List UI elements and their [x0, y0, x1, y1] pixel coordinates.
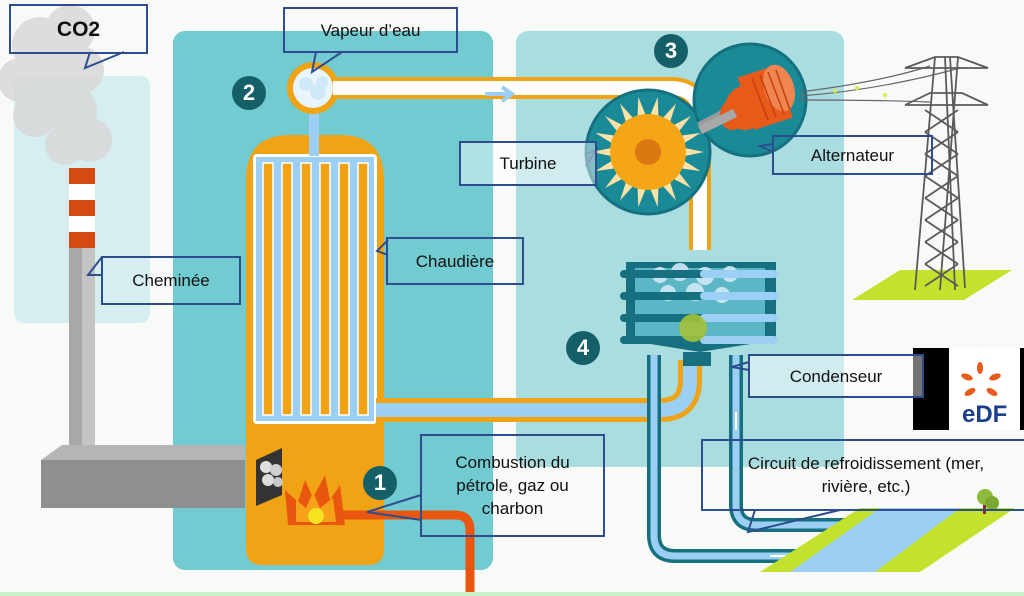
pylon: [904, 56, 989, 291]
turbine-blade: [649, 186, 659, 208]
turbine-callout: Turbine: [459, 141, 597, 186]
flame-icon: [285, 475, 345, 525]
turbine-blade: [680, 160, 701, 172]
fuel-pipe: [340, 510, 475, 596]
turbine: [584, 88, 712, 216]
turbine-blade: [680, 132, 701, 144]
refroidissement-callout: Circuit de refroidissement (mer, rivière…: [701, 439, 1024, 511]
cheminee-callout: Cheminée: [101, 256, 241, 305]
condenser-coil: [700, 336, 778, 344]
power-lines: [799, 65, 961, 103]
step-badge-4: 4: [566, 331, 600, 365]
alternateur-label: Alternateur: [810, 145, 895, 165]
condenser-coil: [700, 292, 778, 300]
turbine-blade: [592, 147, 613, 157]
chaudiere-callout: Chaudière: [386, 237, 524, 285]
step-badge-1: 1: [363, 466, 397, 500]
condenser-coil: [620, 270, 710, 278]
condenser-coil: [700, 270, 778, 278]
cheminee-callout-tail: [85, 256, 103, 276]
edf-logo-icon: [961, 362, 1001, 396]
cursor-highlight: [679, 314, 707, 342]
pylon-ground: [852, 270, 1012, 300]
alternator: [692, 42, 808, 158]
turbine-blade: [662, 180, 676, 201]
step-badge-3: 3: [654, 34, 688, 68]
step-badge-2: 2: [232, 76, 266, 110]
vapeur-label: Vapeur d’eau: [320, 20, 421, 40]
co2-callout: CO2: [9, 4, 148, 54]
boiler-tube: [338, 162, 350, 416]
condenser-coil: [700, 314, 778, 322]
turbine-blade: [620, 180, 634, 201]
boiler-tube: [281, 162, 293, 416]
condenseur-label: Condenseur: [789, 366, 883, 386]
cheminee-label: Cheminée: [132, 271, 210, 290]
coal-hopper: [256, 448, 283, 506]
refroidissement-label-line-2: rivière, etc.): [821, 477, 911, 496]
refroidissement-callout-tail: [746, 509, 841, 534]
vapeur-callout-tail: [310, 51, 343, 75]
boiler-tube: [357, 162, 369, 416]
condenseur-callout: Condenseur: [748, 354, 924, 398]
boiler-tube: [262, 162, 274, 416]
turbine-blade: [595, 132, 616, 144]
edf-logo-text: eDF: [962, 401, 1007, 428]
chaudiere-label: Chaudière: [415, 251, 495, 271]
condenseur-callout-tail: [731, 361, 750, 371]
combustion-label-line-2: pétrole, gaz ou: [456, 476, 569, 495]
combustion-callout-tail: [366, 494, 422, 521]
condenser: [620, 262, 778, 366]
combustion-callout: Combustion du pétrole, gaz ou charbon: [420, 434, 605, 537]
refroidissement-label-line-1: Circuit de refroidissement (mer,: [747, 454, 985, 473]
turbine-blade: [649, 96, 659, 118]
boiler-tube: [319, 162, 331, 416]
alternateur-callout: Alternateur: [772, 135, 933, 175]
co2-label: CO2: [56, 17, 101, 41]
combustion-label-line-1: Combustion du: [455, 453, 570, 472]
turbine-blade: [637, 186, 647, 208]
chaudiere-callout-tail: [375, 239, 389, 256]
turbine-blade: [637, 96, 647, 118]
turbine-blade: [662, 103, 676, 124]
turbine-blade: [595, 160, 616, 172]
combustion-label-line-3: charbon: [481, 499, 544, 518]
river: [760, 489, 1015, 572]
steam-riser: [309, 100, 319, 156]
alternateur-callout-tail: [756, 143, 774, 153]
turbine-blade: [620, 103, 634, 124]
bottom-border: [0, 592, 1024, 596]
cooling-pipes: [647, 355, 880, 563]
smoke-cloud: [0, 5, 112, 165]
condenser-coil: [620, 292, 710, 300]
vapeur-callout: Vapeur d’eau: [283, 7, 458, 53]
co2-callout-tail: [83, 51, 125, 70]
turbine-blade: [683, 147, 704, 157]
tree-icon: [977, 489, 999, 514]
chimney: [41, 168, 245, 508]
turbine-label: Turbine: [499, 154, 557, 173]
boiler-tube: [300, 162, 312, 416]
